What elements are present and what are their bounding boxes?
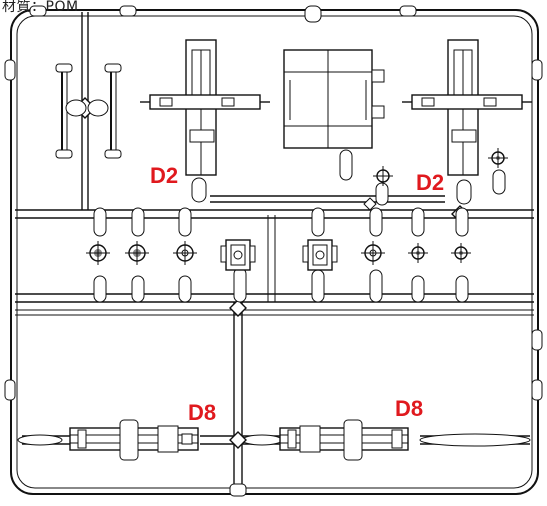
- round-pins: [86, 148, 508, 265]
- d8-part-right: [279, 419, 409, 461]
- pin-2: [125, 241, 149, 265]
- d2-part-right: [402, 39, 532, 176]
- pin-4: [361, 241, 385, 265]
- pin-5: [408, 243, 428, 263]
- box-part: [283, 49, 385, 149]
- material-caption: 材質：POM: [2, 0, 79, 15]
- d2-part-left: [140, 39, 270, 176]
- part-label-d2-left: D2: [150, 163, 178, 188]
- slender-rods: [55, 63, 122, 159]
- square-parts: [220, 239, 338, 271]
- pin-7: [373, 166, 393, 186]
- part-label-d8-left: D8: [188, 400, 216, 425]
- part-label-d8-right: D8: [395, 396, 423, 421]
- pin-8: [488, 148, 508, 168]
- d8-part-left: [69, 419, 199, 461]
- pin-1: [86, 241, 110, 265]
- sprue-frame: [10, 9, 539, 495]
- pin-3: [173, 241, 197, 265]
- part-label-d2-right: D2: [416, 170, 444, 195]
- pin-6: [451, 243, 471, 263]
- runner-gates: [93, 149, 506, 303]
